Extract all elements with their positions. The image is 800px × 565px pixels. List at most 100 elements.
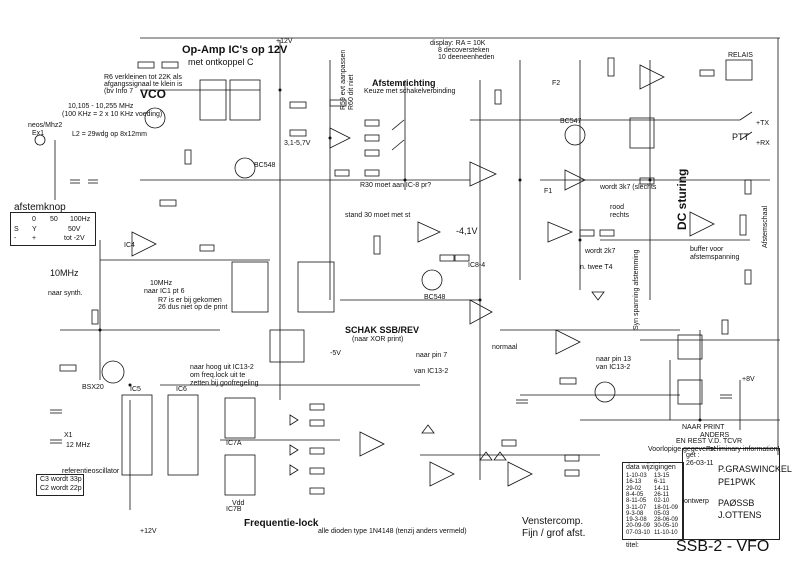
note-ptt: PTT [732, 132, 749, 142]
note-ic13: van IC13-2 [414, 368, 449, 375]
wijzigingen-cell: 9-3-08 [626, 510, 644, 517]
get-date: 26-03-11 [686, 460, 714, 467]
note-ic1: naar IC1 pt 6 [144, 288, 185, 295]
note-diodes: alle dioden type 1N4148 (tenzij anders v… [318, 528, 467, 535]
afstem-h2: 50 [50, 216, 58, 223]
note-pin7: naar pin 7 [416, 352, 448, 359]
freq-lock-heading: Frequentie-lock [244, 518, 319, 529]
note-spanning: Syn spanning afstemming [633, 249, 640, 330]
note-r59: R59 evt aanpassen [340, 49, 347, 110]
note-hoog2: om freq.lock uit te [190, 372, 246, 379]
label-normaal: normaal [492, 344, 518, 351]
note-naarpin13: naar pin 13 [596, 356, 632, 363]
dc-sturing-heading: DC sturing [675, 168, 689, 230]
afstemknop-heading: afstemknop [14, 202, 66, 213]
titel-label: titel: [626, 542, 639, 549]
wijzigingen-cell: 30-05-10 [654, 523, 679, 530]
designer2-call: PAØSSB [718, 498, 755, 508]
afstem-r2c2: + [32, 235, 37, 242]
c-note-box [36, 474, 84, 496]
schematic-title: SSB-2 - VFO [676, 538, 770, 555]
note-r7: R7 is er bij gekomen [158, 297, 222, 304]
note-neos: neos/Mhz2 [28, 122, 63, 129]
wijzigingen-cell: 13-15 [654, 473, 670, 479]
note-osc: referentieoscillator [62, 468, 120, 475]
wijzigingen-cell: 18-01-09 [654, 504, 679, 511]
wijzigingen-cell: 28-06-09 [654, 517, 679, 524]
get-label: get : [686, 452, 700, 459]
wijzigingen-table [622, 462, 684, 540]
afstem-r2c3: tot -2V [64, 235, 85, 242]
note-buffer: buffer voor [690, 246, 724, 253]
schak-heading: SCHAK SSB/REV [345, 325, 420, 335]
note-ex1: Ex1 [32, 130, 45, 137]
label-v12-bottom: +12V [140, 528, 157, 535]
schak-sub: (naar XOR print) [352, 336, 404, 343]
wijzigingen-cell: 1-10-03 [626, 473, 647, 479]
note-ic84: IC8-4 [468, 262, 486, 269]
note-wordt: wordt 3k7 (slechts [600, 184, 657, 191]
note-hoog: naar hoog uit IC13-2 [190, 364, 254, 371]
wijzigingen-cell: 16-13 [626, 479, 642, 486]
wijzigingen-cell: 19-3-08 [626, 517, 647, 524]
note-wordt-bs2: n. twee T4 [580, 264, 613, 271]
vco-heading: VCO [140, 87, 167, 101]
wijzigingen-cell: 8-11-05 [626, 498, 647, 505]
note-r7b: 26 dus niet op de print [158, 304, 228, 311]
label-ic4: IC4 [124, 242, 135, 249]
afstem-r1c1: S [14, 226, 19, 233]
note-c2: C2 wordt 22p [40, 485, 82, 492]
voorlopig-label: Voorlopige gegevens! [648, 446, 716, 453]
wijzigingen-cell: 07-03-10 [626, 529, 651, 536]
wijzigingen-cell: 6-11 [654, 479, 666, 486]
note-display3: 10 deeneenheden [438, 54, 495, 61]
wijzigingen-cell: 8-4-05 [626, 491, 644, 498]
designer1-name: P.GRASWINCKEL [718, 464, 792, 474]
wijzigingen-cell: 29-02 [626, 485, 642, 492]
note-vanic: van IC13-2 [596, 364, 631, 371]
label-vdd: Vdd [232, 500, 245, 507]
opamp-subheading: met ontkoppel C [188, 57, 254, 67]
ontwerp-label: ontwerp [684, 498, 709, 505]
note-r6c: (bv Info 7 [104, 88, 134, 95]
title-block [682, 448, 780, 540]
label-ic5: IC5 [130, 386, 141, 393]
afstem-h3: 100Hz [70, 216, 91, 223]
afstemrichting-sub: Keuze met schakelverbinding [364, 88, 456, 95]
wijzigingen-cell: 26-11 [654, 491, 669, 498]
note-range2: (100 KHz = 2 x 10 KHz voeding) [62, 111, 163, 118]
note-xtal2: 12 MHz [66, 442, 91, 449]
wijzigingen-cell: 14-11 [654, 485, 669, 492]
note-r60: R60 dit niet [348, 74, 355, 110]
label-ic7b: IC7B [226, 506, 242, 513]
note-bsx: BSX20 [82, 384, 104, 391]
note-10mhz: 10MHz [50, 268, 79, 278]
wijzigingen-cell: 11-10-10 [654, 529, 678, 536]
note-hoog3: zetten bij goofregeling [190, 380, 259, 387]
label-naar-print: NAAR PRINT [682, 424, 725, 431]
label-bc548-a: BC548 [254, 162, 276, 169]
note-tx: +TX [756, 120, 770, 127]
note-stand: stand 30 moet met st [345, 212, 411, 219]
designer1-call: PE1PWK [718, 477, 756, 487]
label-rest-tcvr: EN REST V.D. TCVR [676, 438, 743, 445]
note-v39: 3,1-5,7V [284, 140, 311, 147]
opamp-heading: Op-Amp IC's op 12V [182, 44, 288, 56]
wijzigingen-cell: 02-10 [654, 498, 670, 505]
note-range: 10,105 - 10,255 MHz [68, 103, 134, 110]
afstemrichting-heading: Afstemrichting [372, 78, 436, 88]
label-v8: +8V [742, 376, 755, 383]
venster-subheading: Fijn / grof afst. [522, 528, 586, 539]
note-l2: L2 = 29wdg op 8x12mm [72, 131, 147, 138]
label-anders: ANDERS [700, 432, 730, 439]
note-display2: 8 decoversteken [438, 47, 490, 54]
afstem-r1c2: Y [32, 226, 37, 233]
note-buffer2: afstemspanning [690, 254, 740, 261]
wijzigingen-cell: 05-03 [654, 510, 670, 517]
label-ic6: IC6 [176, 386, 187, 393]
label-f1: F1 [544, 188, 553, 195]
label-bc548-b: BC548 [424, 294, 446, 301]
note-rood: rood [610, 204, 625, 211]
note-afstemsch: Afstemschaal [762, 205, 769, 248]
